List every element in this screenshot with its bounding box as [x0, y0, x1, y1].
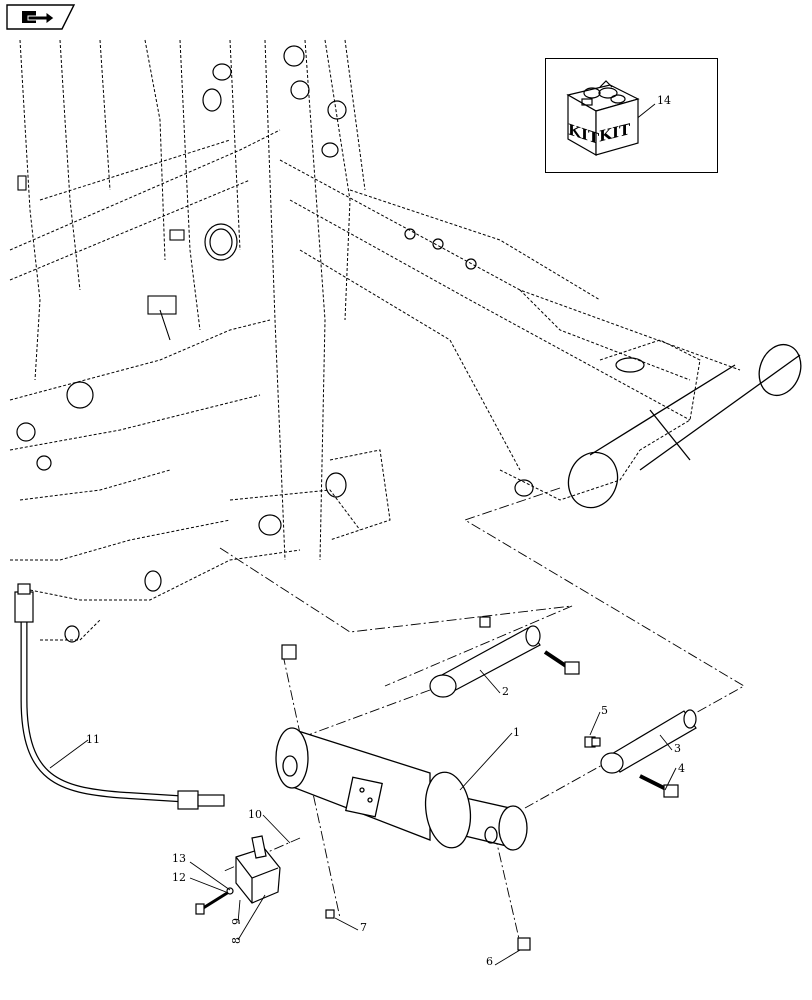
- callout-13: 13: [172, 852, 186, 865]
- pin-2: [429, 616, 580, 698]
- callout-2: 2: [502, 685, 509, 698]
- callout-5: 5: [601, 704, 608, 717]
- frame-holes: [16, 45, 645, 643]
- leader-lines: [49, 103, 677, 966]
- page-back-arrow-icon: [22, 11, 55, 25]
- callouts: 1 2 3 4 5 6 7 8 9 10 11 12 13 14: [86, 94, 685, 968]
- pivot-tube: [567, 343, 802, 509]
- pin-3: [584, 709, 697, 798]
- callout-1: 1: [513, 726, 520, 739]
- kit-icon: KIT KIT: [566, 80, 640, 157]
- callout-8: 8: [230, 937, 243, 944]
- callout-4: 4: [678, 762, 685, 775]
- callout-9: 9: [230, 918, 243, 925]
- kit-box: KIT KIT: [545, 58, 718, 173]
- machine-frame: [9, 39, 741, 641]
- hydraulic-cylinder: [275, 727, 528, 851]
- hydraulic-hose: [14, 583, 225, 810]
- callout-7: 7: [360, 921, 367, 934]
- callout-6: 6: [486, 955, 493, 968]
- page-back-button[interactable]: [6, 4, 76, 30]
- assembly-lines: [219, 487, 745, 944]
- callout-14: 14: [657, 94, 671, 107]
- valve-block: [195, 835, 281, 915]
- callout-11: 11: [86, 733, 100, 746]
- callout-3: 3: [674, 742, 681, 755]
- frame-fittings: [17, 175, 185, 341]
- callout-12: 12: [172, 871, 186, 884]
- callout-10: 10: [248, 808, 262, 821]
- small-fittings: [281, 644, 601, 951]
